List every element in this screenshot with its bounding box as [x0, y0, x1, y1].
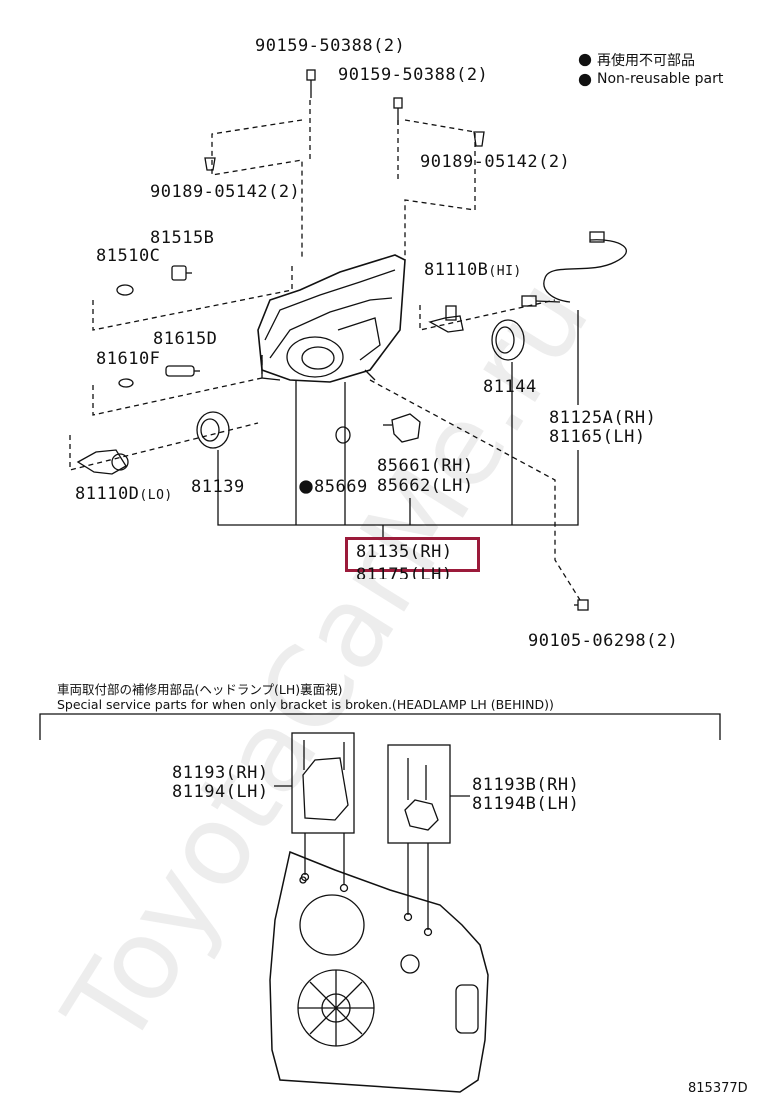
- part-81144[interactable]: 81144: [483, 377, 537, 397]
- section-note-jp: 車両取付部の補修用部品(ヘッドランプ(LH)裏面視): [57, 682, 343, 697]
- part-85662[interactable]: 85662(LH): [377, 476, 474, 496]
- bullet-icon: [578, 53, 592, 67]
- part-81110D-number: 81110D: [75, 484, 140, 504]
- bulb-81110B: [428, 305, 464, 333]
- part-81194B[interactable]: 81194B(LH): [472, 794, 580, 814]
- bracket-81193: [274, 732, 355, 885]
- part-81165[interactable]: 81165(LH): [549, 427, 646, 447]
- bracket-81193B: [387, 744, 470, 930]
- legend-jp: 再使用不可部品: [597, 53, 695, 69]
- part-81194[interactable]: 81194(LH): [172, 782, 269, 802]
- clip-icon: [204, 157, 216, 171]
- wire-harness: [521, 231, 627, 405]
- part-81193B[interactable]: 81193B(RH): [472, 775, 580, 795]
- dashed-leaders: [69, 100, 581, 601]
- clip-icon: [473, 131, 485, 147]
- part-81193[interactable]: 81193(RH): [172, 763, 269, 783]
- o-ring-85669: [335, 426, 351, 444]
- bulb-81110D: [76, 449, 129, 475]
- diagram-id: 815377D: [688, 1081, 748, 1096]
- part-81510C[interactable]: 81510C: [96, 246, 161, 266]
- bullet-icon: [578, 73, 592, 87]
- section-frame: [39, 713, 721, 740]
- part-81110D-suffix: (LO): [139, 488, 173, 503]
- bulb-81610F: [118, 378, 134, 388]
- part-90189-right[interactable]: 90189-05142(2): [420, 152, 571, 172]
- part-90189-left[interactable]: 90189-05142(2): [150, 182, 301, 202]
- part-81110B[interactable]: 81110B(HI): [424, 261, 522, 281]
- part-81615D[interactable]: 81615D: [153, 329, 218, 349]
- part-81610F[interactable]: 81610F: [96, 349, 161, 369]
- headlamp-rear-view: [269, 850, 489, 1093]
- part-81110B-number: 81110B: [424, 260, 489, 280]
- part-81110B-suffix: (HI): [488, 264, 522, 279]
- bolt-icon: [574, 599, 589, 611]
- bolt-icon: [393, 97, 403, 125]
- part-81110D[interactable]: 81110D(LO): [75, 485, 173, 505]
- part-81135[interactable]: 81135(RH): [356, 542, 453, 562]
- legend-en: Non-reusable part: [597, 71, 724, 87]
- part-81515B[interactable]: 81515B: [150, 228, 215, 248]
- seal-81144: [491, 319, 525, 361]
- part-85669[interactable]: 85669: [314, 477, 368, 497]
- headlamp-housing: [257, 254, 406, 525]
- actuator-85661: [383, 413, 421, 443]
- part-90105[interactable]: 90105-06298(2): [528, 631, 679, 651]
- part-81139[interactable]: 81139: [191, 477, 245, 497]
- bullet-icon: [299, 480, 313, 494]
- seal-81139: [196, 411, 230, 449]
- part-81125A[interactable]: 81125A(RH): [549, 408, 657, 428]
- section-note-en: Special service parts for when only brac…: [57, 697, 554, 712]
- part-85661[interactable]: 85661(RH): [377, 456, 474, 476]
- part-90159-b[interactable]: 90159-50388(2): [338, 65, 489, 85]
- part-90159-a[interactable]: 90159-50388(2): [255, 36, 406, 56]
- part-81175[interactable]: 81175(LH): [356, 566, 453, 579]
- bulb-81510C: [116, 284, 134, 296]
- socket-81615D: [165, 365, 200, 377]
- socket-81515B: [171, 265, 192, 281]
- highlight-box: [345, 537, 480, 572]
- bolt-icon: [306, 69, 316, 98]
